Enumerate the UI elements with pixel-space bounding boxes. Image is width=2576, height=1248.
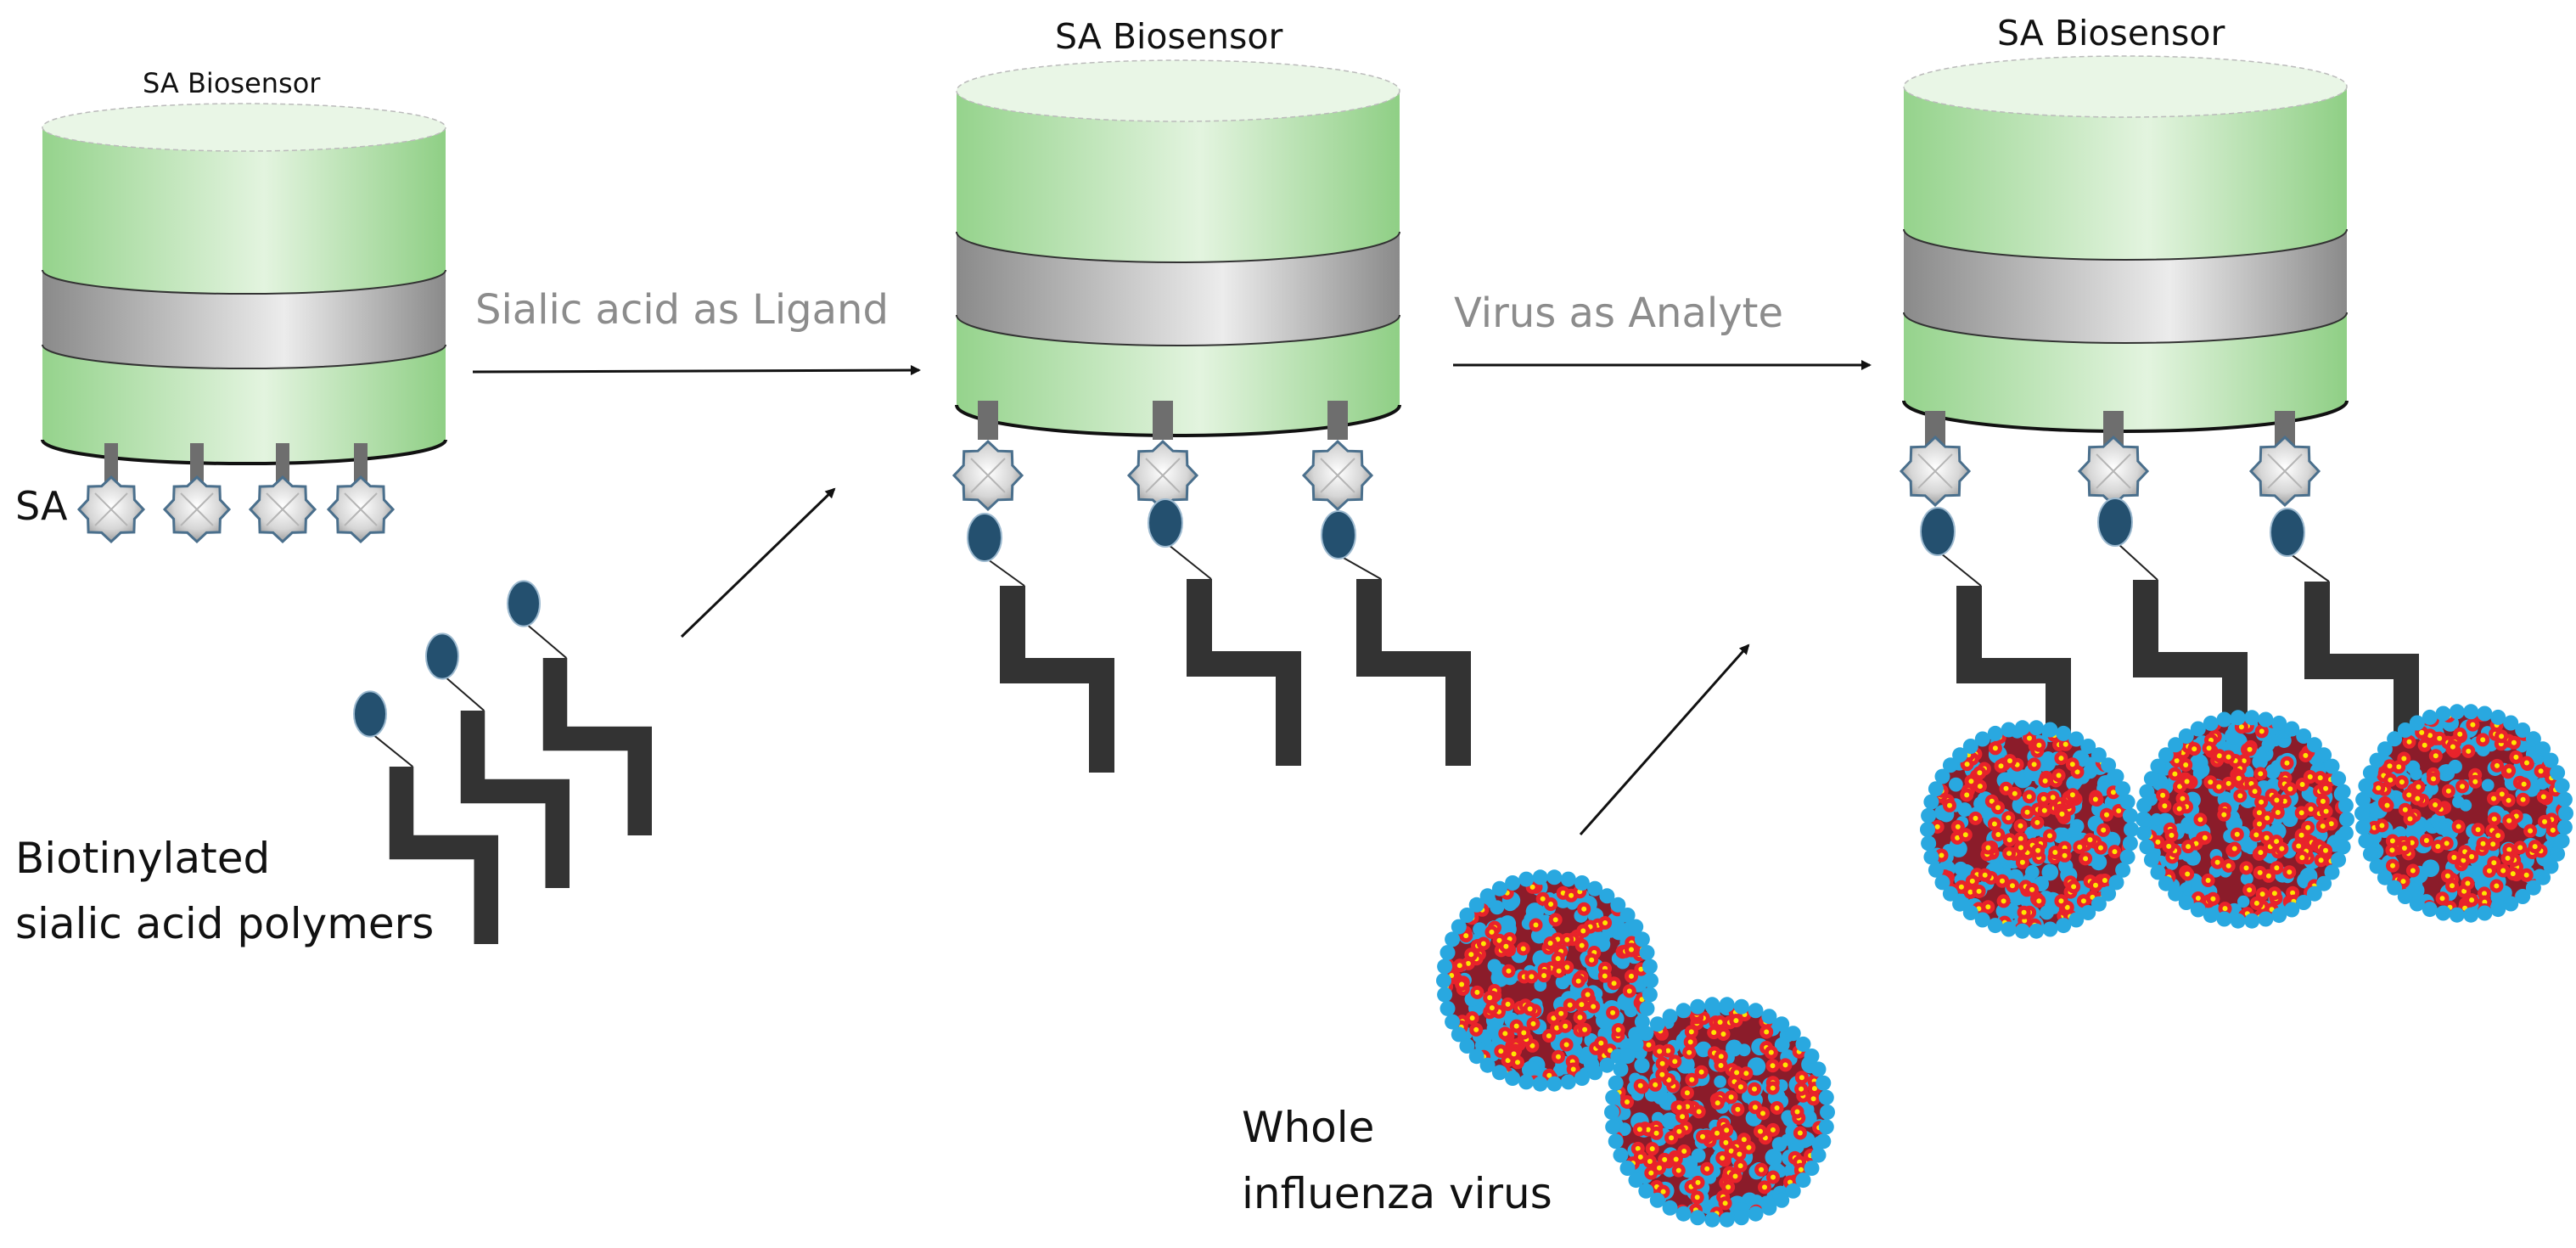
streptavidin-icon (76, 475, 146, 544)
linker-stem (1153, 401, 1173, 440)
grey-band (957, 232, 1400, 346)
biosensor-cylinder (955, 59, 1401, 437)
step2-label: Virus as Analyte (1454, 290, 1783, 337)
biotinylated-polymer (353, 690, 498, 944)
arrow-icon (472, 365, 921, 376)
streptavidin-icon (951, 439, 1024, 512)
polymer-chain-icon (1956, 586, 2071, 773)
streptavidin-icon (1301, 439, 1374, 512)
sensor-rim (41, 439, 447, 466)
biotin-icon (425, 632, 459, 680)
step1-label: Sialic acid as Ligand (475, 286, 889, 334)
streptavidin-icon (1899, 435, 1972, 508)
grey-band (1904, 229, 2347, 343)
polymers-label-line2: sialic acid polymers (15, 899, 435, 948)
grey-band (42, 270, 446, 369)
biosensor-cylinder (1902, 55, 2349, 433)
biotin-icon (2097, 498, 2133, 547)
biotin-icon (1321, 510, 1356, 559)
streptavidin-icon (2248, 435, 2321, 508)
virus-particle-icon (1604, 997, 1835, 1228)
streptavidin-icon (326, 475, 396, 544)
biotin-icon (507, 580, 541, 627)
streptavidin-icon (248, 475, 317, 544)
sensor-1-title: SA Biosensor (143, 67, 321, 99)
biotin-icon (1148, 498, 1183, 548)
virus-particle-icon (1436, 869, 1658, 1092)
biotinylated-polymer (967, 513, 1114, 773)
sensor-3-title: SA Biosensor (1997, 13, 2225, 53)
virus-particle-icon (2135, 710, 2354, 929)
streptavidin-icon (162, 475, 232, 544)
biotinylated-polymer (2270, 508, 2419, 768)
virus-particle-icon (2354, 704, 2573, 923)
polymers-label-line1: Biotinylated (15, 834, 271, 883)
virus-label-line2: influenza virus (1242, 1169, 1552, 1218)
biotin-icon (967, 513, 1002, 562)
biotinylated-polymer (1148, 498, 1301, 766)
sensor-2-title: SA Biosensor (1055, 16, 1283, 57)
biotin-icon (2270, 508, 2305, 557)
polymer-chain-icon (2304, 582, 2419, 768)
biotinylated-polymer (425, 632, 570, 888)
linker-stem (276, 443, 289, 482)
polymer-chain-icon (1000, 586, 1114, 773)
linker-stem (1327, 401, 1348, 440)
virus-particle-icon (1920, 720, 2139, 939)
biotinylated-polymer (507, 580, 652, 835)
biotinylated-polymer (1920, 507, 2071, 773)
linker-stem (354, 443, 368, 482)
polymer-chain-icon (389, 767, 498, 944)
linker-stem (978, 401, 998, 440)
streptavidin-icon (2077, 435, 2150, 508)
linker-stem (104, 443, 118, 482)
arrow-icon (1579, 644, 1750, 835)
biotinylated-polymer (1321, 510, 1471, 766)
polymer-chain-icon (1187, 579, 1301, 766)
biosensor-cylinder (41, 103, 447, 466)
polymer-chain-icon (460, 711, 570, 888)
virus-label-line1: Whole (1242, 1103, 1375, 1152)
arrow-icon (680, 487, 836, 638)
biotin-icon (1920, 507, 1956, 556)
polymer-chain-icon (542, 658, 652, 835)
biotin-icon (353, 690, 387, 738)
polymer-chain-icon (1356, 579, 1471, 766)
sa-label: SA (15, 483, 68, 529)
linker-stem (190, 443, 204, 482)
